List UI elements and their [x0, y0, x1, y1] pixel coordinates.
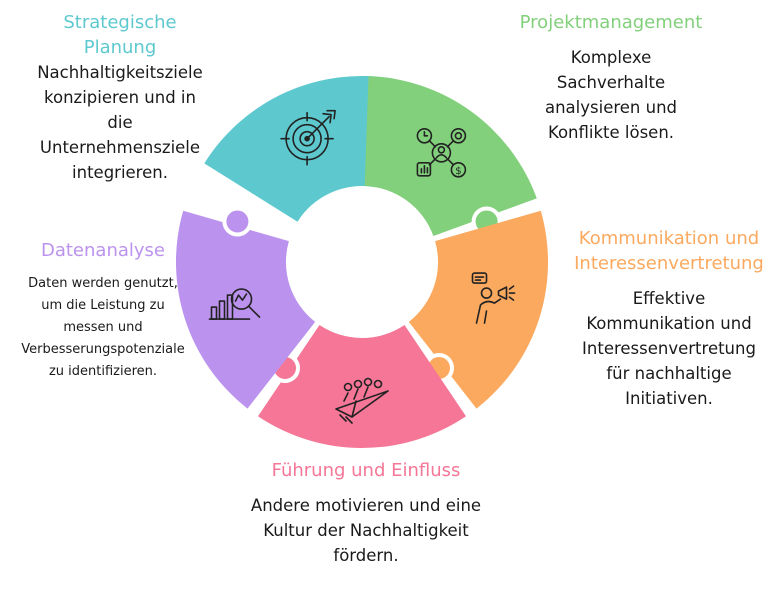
leadership-segment	[258, 325, 466, 448]
data-analysis-desc-line: zu identifizieren.	[48, 364, 158, 379]
communication-title: Kommunikation und Interessenvertretung	[556, 226, 782, 276]
strategic-planning-desc-line: integrieren.	[72, 163, 168, 182]
megaphone-person-icon	[471, 272, 516, 324]
strategic-planning-desc-line: Nachhaltigkeitsziele	[37, 63, 203, 82]
data-analysis-title: Datenanalyse	[0, 238, 206, 263]
project-management-title-line: Projektmanagement	[519, 12, 703, 33]
data-analysis-segment	[175, 210, 316, 409]
project-management-desc-line: Sachverhalte	[556, 73, 666, 92]
target-icon	[280, 109, 336, 166]
data-analysis-title-line: Datenanalyse	[40, 240, 165, 261]
project-management-block: Projektmanagement Komplexe Sachverhalte …	[480, 10, 742, 145]
leadership-title-line: Führung und Einfluss	[271, 460, 461, 481]
communication-title-line: Interessenvertretung	[574, 253, 764, 274]
communication-title-line: Kommunikation und	[578, 228, 760, 249]
data-analysis-desc-line: Daten werden genutzt,	[28, 276, 178, 291]
data-analysis-desc-line: Verbesserungspotenziale	[21, 342, 185, 357]
communication-description: Effektive Kommunikation und Interessenve…	[556, 286, 782, 411]
puzzle-knob	[222, 206, 253, 237]
communication-desc-line: Interessenvertretung	[582, 339, 756, 358]
project-management-description: Komplexe Sachverhalte analysieren und Ko…	[480, 45, 742, 145]
data-analysis-block: Datenanalyse Daten werden genutzt, um di…	[0, 238, 206, 383]
chart-magnifier-icon	[208, 288, 261, 320]
communication-desc-line: Effektive	[632, 289, 706, 308]
communication-desc-line: für nachhaltige	[606, 364, 732, 383]
leadership-description: Andere motivieren und eine Kultur der Na…	[206, 493, 526, 568]
svg-text:$: $	[455, 166, 461, 177]
project-management-icon: $	[416, 128, 467, 178]
communication-desc-line: Initiativen.	[625, 389, 713, 408]
strategic-planning-title-line: Planung	[83, 37, 157, 58]
project-management-desc-line: Komplexe	[570, 48, 652, 67]
strategic-planning-desc-line: konzipieren und in	[44, 88, 196, 107]
project-management-desc-line: Konflikte lösen.	[547, 123, 675, 142]
strategic-planning-desc-line: die	[107, 113, 133, 132]
data-analysis-desc-line: um die Leistung zu	[41, 298, 165, 313]
leadership-desc-line: Andere motivieren und eine	[250, 496, 482, 515]
strategic-planning-description: Nachhaltigkeitsziele konzipieren und in …	[0, 60, 240, 185]
leadership-block: Führung und Einfluss Andere motivieren u…	[206, 458, 526, 568]
project-management-title: Projektmanagement	[480, 10, 742, 35]
project-management-segment	[364, 76, 537, 236]
project-management-desc-line: analysieren und	[544, 98, 678, 117]
data-analysis-description: Daten werden genutzt, um die Leistung zu…	[0, 273, 206, 383]
strategic-planning-title-line: Strategische	[63, 12, 177, 33]
strategic-planning-desc-line: Unternehmensziele	[39, 138, 201, 157]
paper-plane-team-icon	[335, 377, 389, 424]
communication-desc-line: Kommunikation und	[586, 314, 752, 333]
strategic-planning-block: Strategische Planung Nachhaltigkeitsziel…	[0, 10, 240, 185]
data-analysis-desc-line: messen und	[63, 320, 143, 335]
leadership-desc-line: Kultur der Nachhaltigkeit	[263, 521, 469, 540]
leadership-desc-line: fördern.	[333, 546, 399, 565]
strategic-planning-segment	[204, 75, 395, 222]
leadership-title: Führung und Einfluss	[206, 458, 526, 483]
communication-block: Kommunikation und Interessenvertretung E…	[556, 226, 782, 411]
strategic-planning-title: Strategische Planung	[0, 10, 240, 60]
